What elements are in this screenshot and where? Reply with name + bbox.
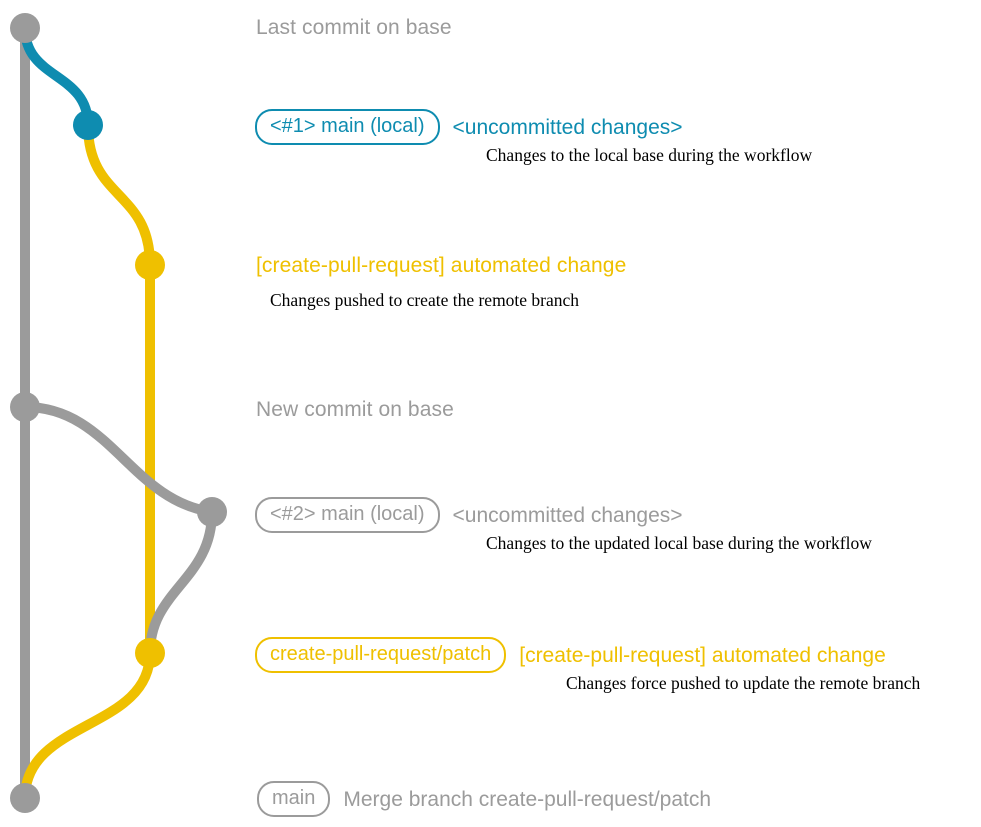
commit-message-uncommitted-changes-2: <uncommitted changes> bbox=[452, 503, 683, 527]
node-base-2[interactable] bbox=[10, 392, 40, 422]
row-local-change-2: <#2> main (local) <uncommitted changes> bbox=[255, 497, 683, 533]
ref-pill-main-local-1[interactable]: <#1> main (local) bbox=[255, 109, 440, 145]
row-merge-commit: main Merge branch create-pull-request/pa… bbox=[257, 781, 711, 817]
commit-message-last-commit-on-base: Last commit on base bbox=[256, 16, 452, 39]
edge-base1-to-local1 bbox=[20, 23, 93, 130]
commit-message-automated-change-2: [create-pull-request] automated change bbox=[519, 643, 886, 667]
description-automated-change-2: Changes force pushed to update the remot… bbox=[566, 673, 921, 693]
row-automated-change-1-description: Changes pushed to create the remote bran… bbox=[270, 290, 580, 311]
row-local-change-1-description: Changes to the local base during the wor… bbox=[486, 145, 813, 166]
ref-pill-main-local-2[interactable]: <#2> main (local) bbox=[255, 497, 440, 533]
ref-pill-create-pull-request-patch[interactable]: create-pull-request/patch bbox=[255, 637, 507, 673]
description-local-change-2: Changes to the updated local base during… bbox=[486, 533, 872, 553]
description-automated-change-1: Changes pushed to create the remote bran… bbox=[270, 290, 580, 310]
commit-message-uncommitted-changes-1: <uncommitted changes> bbox=[452, 115, 683, 139]
node-local-1[interactable] bbox=[73, 110, 103, 140]
ref-pill-main[interactable]: main bbox=[257, 781, 331, 817]
node-merge[interactable] bbox=[10, 783, 40, 813]
node-base-1[interactable] bbox=[10, 13, 40, 43]
node-patch-2[interactable] bbox=[135, 638, 165, 668]
commit-message-merge: Merge branch create-pull-request/patch bbox=[343, 787, 712, 811]
row-local-change-2-description: Changes to the updated local base during… bbox=[486, 533, 872, 554]
row-automated-change-2: create-pull-request/patch [create-pull-r… bbox=[255, 637, 886, 673]
edge-base2-to-local2 bbox=[20, 402, 217, 517]
commit-message-new-commit-on-base: New commit on base bbox=[256, 398, 454, 421]
description-local-change-1: Changes to the local base during the wor… bbox=[486, 145, 813, 165]
row-automated-change-2-description: Changes force pushed to update the remot… bbox=[566, 673, 921, 694]
edge-local1-to-patch1 bbox=[83, 120, 155, 270]
commit-message-automated-change-1: [create-pull-request] automated change bbox=[256, 254, 627, 277]
edge-patch2-to-merge bbox=[20, 648, 155, 803]
edge-local2-to-patch2 bbox=[145, 507, 217, 658]
row-new-commit-on-base: New commit on base bbox=[256, 399, 454, 421]
node-local-2[interactable] bbox=[197, 497, 227, 527]
row-automated-change-1: [create-pull-request] automated change bbox=[256, 255, 626, 277]
row-last-commit-on-base: Last commit on base bbox=[256, 17, 452, 39]
node-patch-1[interactable] bbox=[135, 250, 165, 280]
row-local-change-1: <#1> main (local) <uncommitted changes> bbox=[255, 109, 683, 145]
